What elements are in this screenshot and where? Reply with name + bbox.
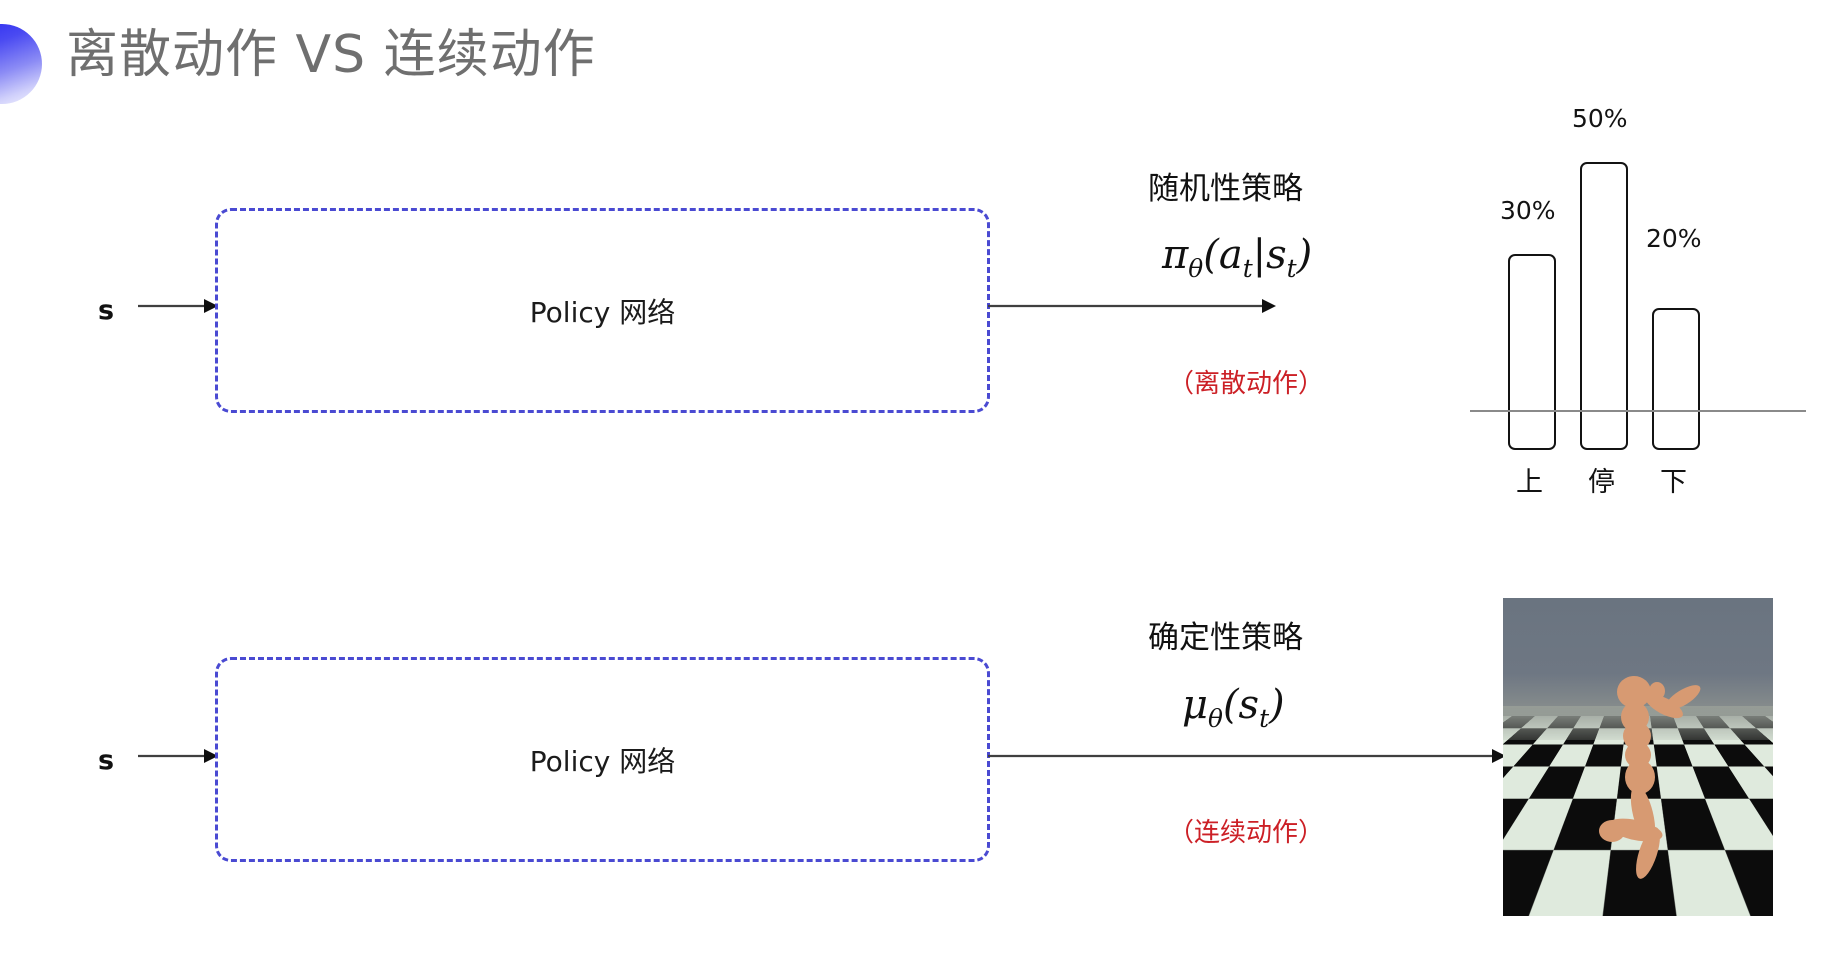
policy-network-label-top: Policy 网络 — [529, 295, 676, 329]
bar-value-up: 30% — [1500, 196, 1556, 225]
slide-bottom-edge — [0, 962, 1846, 966]
bar-value-stop: 50% — [1572, 104, 1628, 133]
humanoid-simulation-image — [1503, 598, 1773, 916]
arrow-into-policy-bottom-icon — [138, 749, 218, 763]
humanoid-foot — [1599, 820, 1625, 842]
arrow-out-of-policy-bottom-icon — [988, 749, 1506, 763]
continuous-action-note: （连续动作） — [1168, 818, 1325, 848]
title-decoration-icon — [0, 24, 42, 104]
stochastic-policy-formula: πθ(at|st) — [1162, 232, 1312, 283]
deterministic-policy-formula: μθ(st) — [1182, 682, 1285, 733]
discrete-action-note: （离散动作） — [1168, 369, 1325, 399]
bar-chart-baseline-axis — [1470, 410, 1806, 412]
arrow-into-policy-top-icon — [138, 299, 218, 313]
formula-close-paren: ) — [1296, 232, 1313, 278]
arrow-out-of-policy-top-icon — [988, 299, 1276, 313]
formula-at-subscript: t — [1242, 254, 1253, 283]
formula-close-paren-2: ) — [1269, 682, 1285, 728]
bar-up — [1508, 254, 1556, 450]
deterministic-policy-caption: 确定性策略 — [1148, 620, 1303, 656]
humanoid-hand — [1649, 682, 1665, 700]
bar-tick-up: 上 — [1516, 467, 1543, 498]
sim-floor-reflection — [1555, 866, 1675, 914]
formula-st-subscript: t — [1286, 254, 1297, 283]
stochastic-policy-caption: 随机性策略 — [1148, 171, 1303, 207]
page-title: 离散动作 VS 连续动作 — [66, 25, 596, 85]
state-input-label-bottom: s — [98, 745, 115, 776]
policy-network-label-bottom: Policy 网络 — [529, 744, 676, 778]
formula-pi-symbol: π — [1162, 232, 1189, 278]
formula-open-arg: (a — [1203, 232, 1243, 278]
formula-theta-subscript: θ — [1188, 254, 1204, 283]
policy-network-box-top[interactable]: Policy 网络 — [215, 208, 990, 413]
bar-down — [1652, 308, 1700, 450]
policy-network-box-bottom[interactable]: Policy 网络 — [215, 657, 990, 862]
formula-st-subscript-2: t — [1259, 704, 1270, 733]
action-probability-bar-chart: 30% 上 50% 停 20% 下 — [1470, 100, 1846, 498]
bar-value-down: 20% — [1646, 224, 1702, 253]
bar-tick-down: 下 — [1660, 467, 1687, 498]
formula-conditional-bar: |s — [1252, 232, 1287, 278]
formula-theta-subscript-2: θ — [1208, 704, 1223, 733]
bar-tick-stop: 停 — [1588, 467, 1615, 498]
formula-mu-symbol: μ — [1182, 682, 1208, 728]
bar-stop — [1580, 162, 1628, 450]
formula-open-arg-2: (s — [1222, 682, 1260, 728]
state-input-label-top: s — [98, 295, 115, 326]
